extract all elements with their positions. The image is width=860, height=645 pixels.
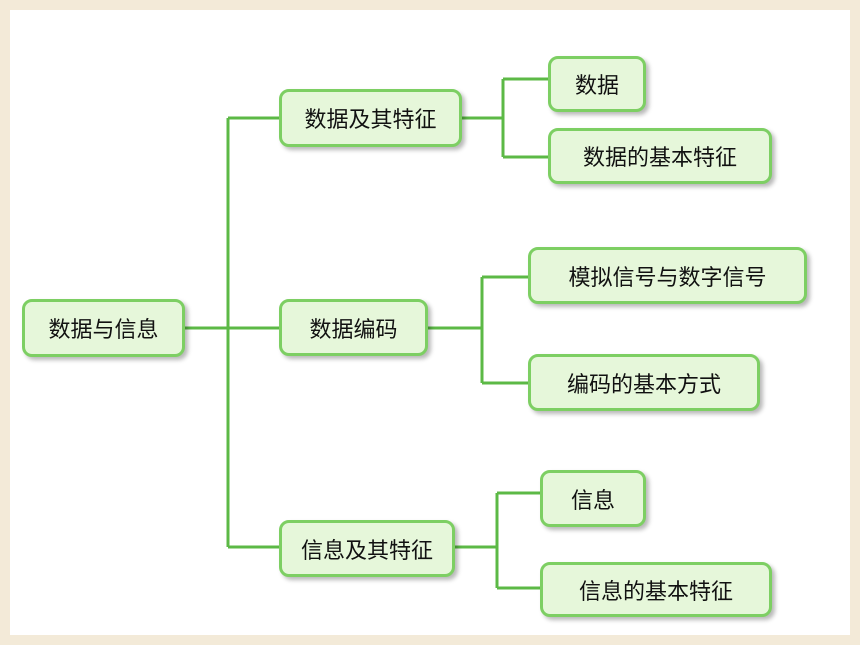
leaf-node: 模拟信号与数字信号	[528, 247, 807, 304]
leaf-node: 数据的基本特征	[548, 128, 772, 184]
root-node: 数据与信息	[22, 299, 185, 357]
branch-node: 数据编码	[279, 299, 428, 356]
leaf-node: 信息	[540, 470, 646, 527]
leaf-node: 数据	[548, 56, 646, 112]
leaf-node: 信息的基本特征	[540, 562, 772, 617]
leaf-node: 编码的基本方式	[528, 354, 760, 411]
branch-node: 信息及其特征	[279, 520, 455, 577]
branch-node: 数据及其特征	[279, 89, 462, 147]
